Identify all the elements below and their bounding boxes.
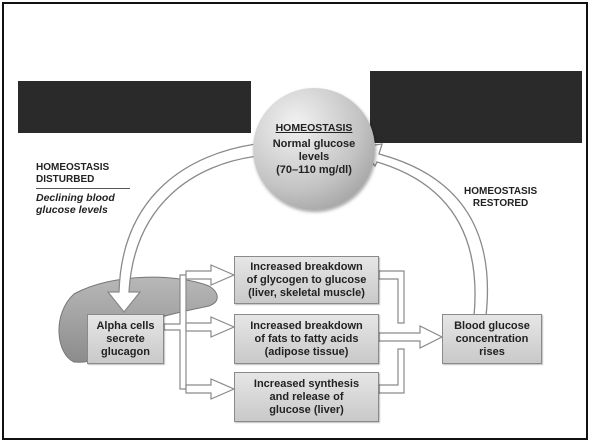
arrow-to-box1 — [185, 264, 236, 286]
homeostasis-circle: HOMEOSTASIS Normal glucose levels (70–11… — [253, 88, 375, 210]
arrow-from-box3 — [378, 348, 405, 394]
arrow-disturbed — [106, 143, 259, 314]
glucose-synthesis-box: Increased synthesis and release of gluco… — [234, 372, 379, 422]
arrow-from-box1 — [378, 270, 405, 324]
glycogen-breakdown-box: Increased breakdown of glycogen to gluco… — [234, 256, 379, 304]
alpha-cells-box: Alpha cells secrete glucagon — [87, 314, 164, 364]
blood-glucose-rises-box: Blood glucose concentration rises — [442, 314, 542, 364]
disturbed-title: HOMEOSTASIS DISTURBED — [36, 162, 130, 189]
fat-breakdown-box: Increased breakdown of fats to fatty aci… — [234, 314, 379, 364]
redacted-block-left — [18, 81, 251, 133]
arrow-to-result — [378, 325, 444, 349]
normal-glucose-text: Normal glucose levels (70–110 mg/dl) — [272, 137, 356, 176]
declining-glucose-text: Declining blood glucose levels — [36, 192, 115, 216]
arrow-restored — [358, 143, 488, 317]
homeostasis-title: HOMEOSTASIS — [275, 121, 353, 134]
restored-title: HOMEOSTASIS RESTORED — [464, 186, 538, 209]
arrow-to-box3 — [185, 378, 236, 400]
arrow-to-box2 — [185, 316, 236, 338]
slide-frame: HOMEOSTASIS Normal glucose levels (70–11… — [2, 2, 588, 440]
redacted-block-right — [370, 71, 582, 143]
